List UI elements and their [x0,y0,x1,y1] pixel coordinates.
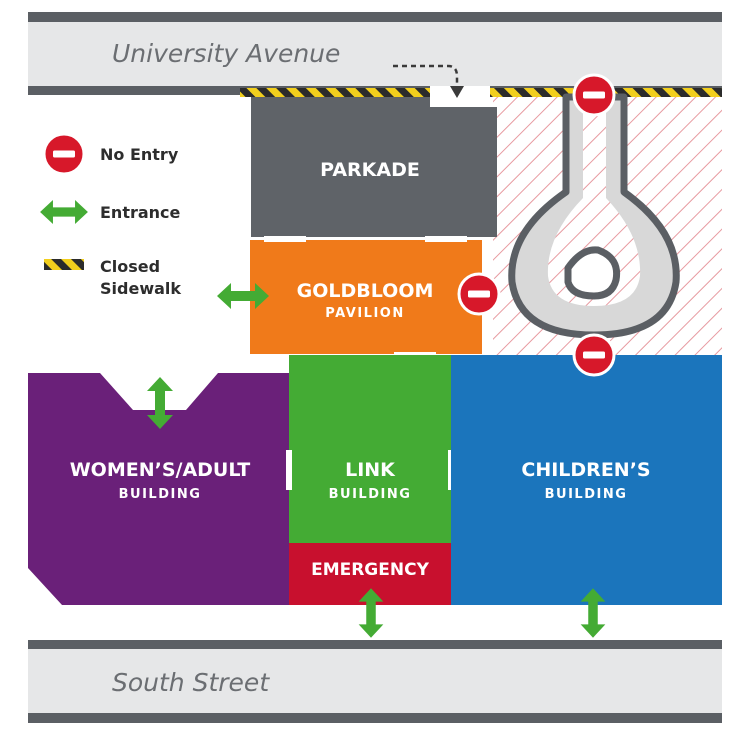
double-arrow-icon [40,200,88,224]
goldbloom-sublabel: PAVILION [325,306,404,321]
goldbloom-label: GOLDBLOOM [297,280,434,302]
childrens-sublabel: BUILDING [545,487,628,502]
driveway-loop [508,93,680,339]
womens-label: WOMEN’S/ADULT [70,459,251,481]
no-entry-childrens-icon [572,333,616,377]
womens-sublabel: BUILDING [119,487,202,502]
closed-sidewalk-icon [44,259,84,270]
parkade-label: PARKADE [320,159,420,181]
link-label: LINK [345,459,396,481]
university-avenue: University Avenue [28,12,722,95]
goldbloom-pavilion[interactable]: GOLDBLOOM PAVILION [250,236,482,358]
legend: No Entry Entrance Closed Sidewalk [40,132,181,298]
street-label-south-street: South Street [112,668,270,697]
emergency-label: EMERGENCY [311,560,430,580]
legend-closed-line1: Closed [100,257,160,276]
no-entry-driveway-north-icon [572,73,616,117]
legend-entrance: Entrance [100,203,181,222]
childrens-building[interactable]: CHILDREN’S BUILDING [451,355,722,605]
childrens-label: CHILDREN’S [521,459,650,481]
legend-no-entry: No Entry [100,145,179,164]
link-sublabel: BUILDING [329,487,412,502]
street-label-university-avenue: University Avenue [112,39,340,68]
south-street: South Street [28,640,722,723]
parkade-building[interactable]: PARKADE [251,97,497,237]
womens-adult-building[interactable]: WOMEN’S/ADULT BUILDING [28,373,289,605]
no-entry-goldbloom-icon [457,272,501,316]
legend-closed-line2: Sidewalk [100,279,181,298]
no-entry-icon [42,132,86,176]
closed-sidewalk-west [240,88,430,97]
dashed-arrow-icon [393,64,464,98]
link-building[interactable]: LINK BUILDING [286,355,454,543]
